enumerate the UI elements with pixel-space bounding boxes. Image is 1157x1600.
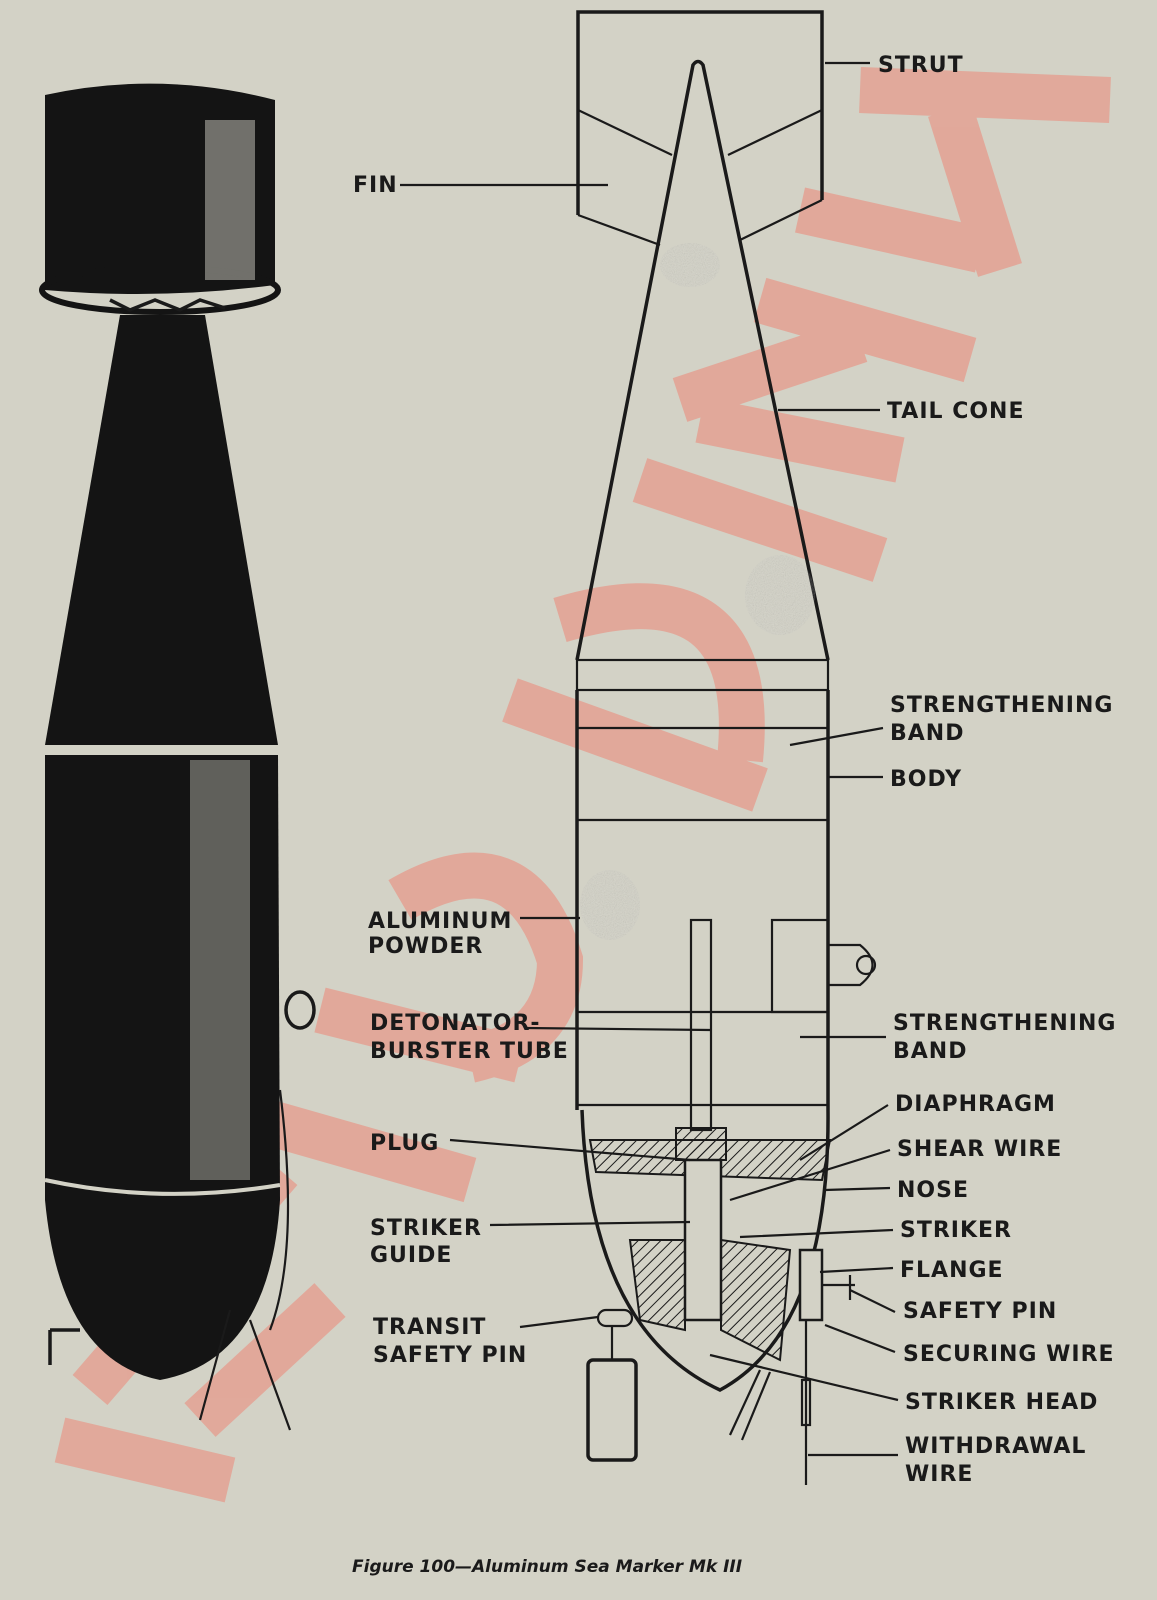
labels: STRUT FIN TAIL CONE STRENGTHENING BAND B…: [353, 53, 1116, 1487]
label-flange: FLANGE: [900, 1258, 1004, 1283]
label-nose: NOSE: [897, 1178, 969, 1203]
label-securing-wire: SECURING WIRE: [903, 1342, 1115, 1367]
label-fin: FIN: [353, 173, 398, 198]
label-detonator-burster-tube: DETONATOR-: [370, 1011, 541, 1036]
striker: [683, 1158, 723, 1322]
label-tail-cone: TAIL CONE: [887, 399, 1024, 424]
label-striker-guide: STRIKER: [370, 1216, 482, 1241]
label-striker-guide-line2: GUIDE: [370, 1243, 452, 1268]
label-transit-safety-pin: TRANSIT: [373, 1315, 486, 1340]
figure-caption: Figure 100—Aluminum Sea Marker Mk III: [352, 1557, 742, 1577]
label-withdrawal-wire-line2: WIRE: [905, 1462, 973, 1487]
leader-lines: [400, 61, 899, 1457]
watermark: [54, 67, 1111, 1503]
strut: [576, 10, 824, 215]
label-shear-wire: SHEAR WIRE: [897, 1137, 1062, 1162]
label-withdrawal-wire: WITHDRAWAL: [905, 1434, 1086, 1459]
label-detonator-burster-tube-line2: BURSTER TUBE: [370, 1039, 569, 1064]
label-aluminum-powder: ALUMINUM: [368, 909, 512, 934]
cutaway-drawing: [575, 10, 877, 1485]
body: [575, 690, 830, 1110]
label-strengthening-band-1: STRENGTHENING: [890, 693, 1113, 718]
label-aluminum-powder-line2: POWDER: [368, 934, 483, 959]
external-view-illustration: [39, 83, 316, 1431]
detonator-burster-tube: [689, 918, 713, 1132]
label-strengthening-band-2-line2: BAND: [893, 1039, 967, 1064]
label-plug: PLUG: [370, 1131, 439, 1156]
label-strengthening-band-1-line2: BAND: [890, 721, 964, 746]
label-striker-head: STRIKER HEAD: [905, 1390, 1098, 1415]
label-strengthening-band-2: STRENGTHENING: [893, 1011, 1116, 1036]
label-body: BODY: [890, 767, 962, 792]
label-safety-pin: SAFETY PIN: [903, 1299, 1057, 1324]
label-diaphragm: DIAPHRAGM: [895, 1092, 1056, 1117]
tail-cone: [575, 59, 830, 661]
fin: [577, 109, 823, 247]
label-strut: STRUT: [878, 53, 964, 78]
label-transit-safety-pin-line2: SAFETY PIN: [373, 1343, 527, 1368]
label-striker: STRIKER: [900, 1218, 1012, 1243]
